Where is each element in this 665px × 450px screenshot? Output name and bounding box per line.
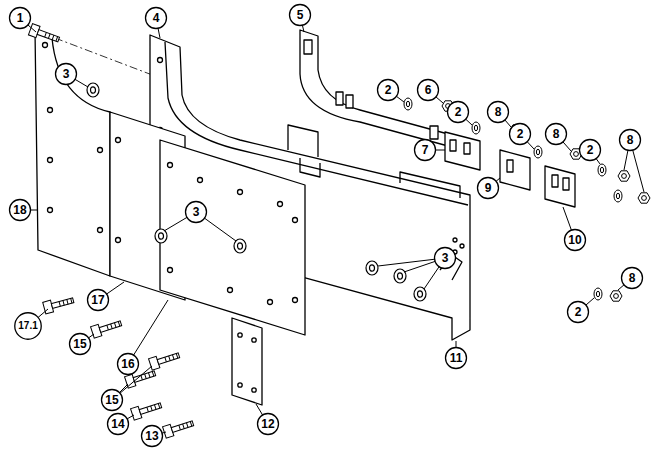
leader-line xyxy=(424,267,439,289)
leader-line xyxy=(505,120,511,127)
callout-circle xyxy=(142,426,163,447)
callout-circle xyxy=(70,334,91,355)
callout-number: 17.1 xyxy=(18,321,37,331)
leader-line xyxy=(436,150,446,151)
callout-circle xyxy=(258,414,279,435)
callout-circle xyxy=(15,313,41,339)
callout-circle xyxy=(622,268,643,289)
leader-line xyxy=(396,96,404,102)
callout-circle xyxy=(488,102,509,123)
callout-number: 8 xyxy=(629,272,636,284)
callout-circle xyxy=(435,248,456,269)
callout-number: 2 xyxy=(575,306,582,318)
callout-number: 8 xyxy=(495,106,502,118)
callout-number: 14 xyxy=(111,418,124,430)
leader-line xyxy=(89,334,94,338)
leader-line xyxy=(158,28,160,38)
leader-line xyxy=(496,178,500,181)
callout-number: 17 xyxy=(91,294,104,306)
leader-line xyxy=(38,309,48,317)
callout-number: 13 xyxy=(145,430,158,442)
callout-circle xyxy=(565,230,586,251)
leader-line xyxy=(633,150,644,192)
callout-circle xyxy=(10,200,31,221)
callout-number: 11 xyxy=(450,352,463,364)
callout-circle xyxy=(108,414,129,435)
callout-number: 16 xyxy=(121,358,134,370)
callout-circle xyxy=(102,390,123,411)
callout-circle xyxy=(378,80,399,101)
callout-circle xyxy=(620,130,641,151)
leader-line xyxy=(119,384,128,393)
leader-line xyxy=(28,25,36,32)
callout-circle xyxy=(478,178,499,199)
callout-circle xyxy=(418,80,439,101)
callout-number: 2 xyxy=(455,106,462,118)
callout-circle xyxy=(118,354,139,375)
callout-number: 8 xyxy=(627,134,634,146)
callout-number: 2 xyxy=(385,84,392,96)
leader-line xyxy=(586,298,594,305)
callout-circle xyxy=(448,102,469,123)
leader-lines xyxy=(28,25,644,433)
leader-line xyxy=(31,210,38,211)
callout-number: 7 xyxy=(422,144,429,156)
callout-circle xyxy=(88,290,109,311)
callout-number: 2 xyxy=(517,128,524,140)
callout-number: 18 xyxy=(13,204,26,216)
leader-line xyxy=(563,207,571,230)
callout-circle xyxy=(580,140,601,161)
callout-circle xyxy=(186,202,207,223)
callout-number: 2 xyxy=(587,144,594,156)
leader-line xyxy=(75,79,88,87)
callout-number: 15 xyxy=(73,338,86,350)
callout-circle xyxy=(568,302,589,323)
callout-number: 6 xyxy=(425,84,432,96)
leader-line xyxy=(456,341,457,348)
callout-circle xyxy=(56,64,77,85)
callout-number: 5 xyxy=(297,9,304,21)
leader-line xyxy=(127,415,134,419)
leader-line xyxy=(618,285,624,290)
leader-line xyxy=(378,259,435,266)
callout-number: 3 xyxy=(63,68,70,80)
callout-circles xyxy=(10,5,643,447)
callout-number: 1 xyxy=(17,12,24,24)
callout-number: 8 xyxy=(553,128,560,140)
leader-line xyxy=(527,142,534,149)
leader-line xyxy=(107,282,124,294)
leader-line xyxy=(466,119,472,125)
callout-number: 3 xyxy=(442,252,449,264)
leader-line xyxy=(164,217,187,231)
callout-number: 12 xyxy=(261,418,274,430)
callout-number: 9 xyxy=(485,182,492,194)
callout-circle xyxy=(146,8,167,29)
callout-circle xyxy=(546,124,567,145)
leader-line xyxy=(404,261,435,272)
callout-circle xyxy=(10,8,31,29)
callout-circle xyxy=(510,124,531,145)
callout-number: 4 xyxy=(153,12,160,24)
callout-number: 15 xyxy=(105,394,118,406)
leader-line xyxy=(624,150,628,170)
leader-line xyxy=(436,97,443,103)
leader-line xyxy=(563,142,571,151)
leader-line xyxy=(205,218,236,241)
callout-number: 10 xyxy=(568,234,581,246)
leader-line xyxy=(256,404,263,415)
leader-line xyxy=(596,159,600,164)
leader-line xyxy=(134,300,168,355)
callout-circle xyxy=(415,140,436,161)
callout-number: 3 xyxy=(193,206,200,218)
leader-line xyxy=(302,25,304,32)
callout-circle xyxy=(446,348,467,369)
callout-circle xyxy=(290,5,311,26)
